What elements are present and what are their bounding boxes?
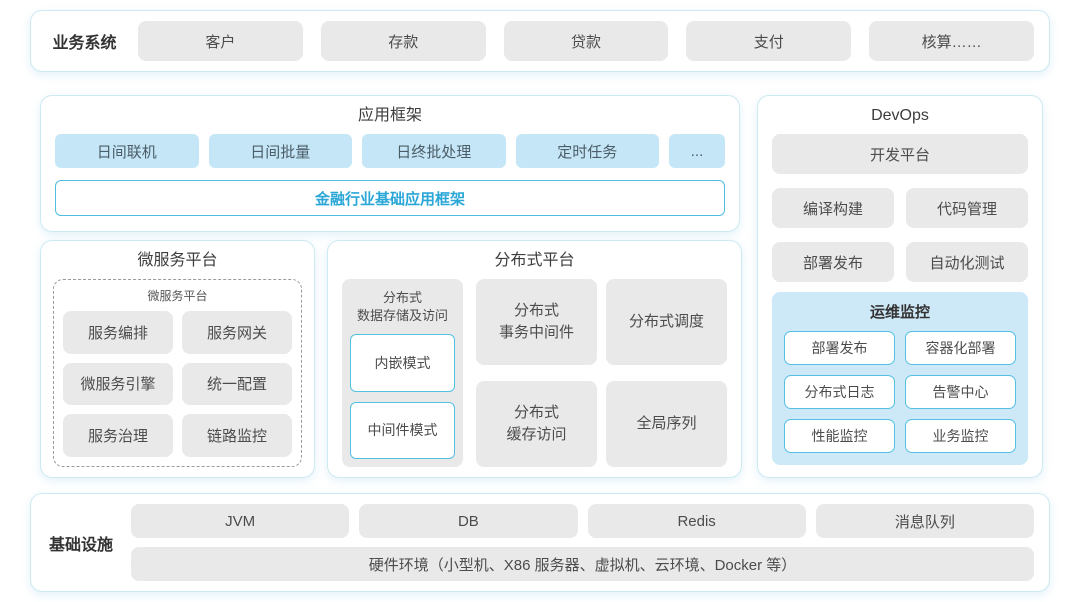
business-item-accounting: 核算…… [869, 21, 1034, 61]
app-framework-panel: 应用框架 日间联机 日间批量 日终批处理 定时任务 ... 金融行业基础应用框架 [40, 95, 740, 232]
dist-scheduling: 分布式调度 [606, 279, 727, 365]
microservice-inner-title: 微服务平台 [147, 289, 208, 303]
ops-monitoring-grid: 部署发布 容器化部署 分布式日志 告警中心 性能监控 业务监控 [784, 331, 1016, 453]
ops-containerized-deploy: 容器化部署 [905, 331, 1016, 365]
ops-distributed-logs: 分布式日志 [784, 375, 895, 409]
business-systems-items: 客户 存款 贷款 支付 核算…… [138, 21, 1034, 61]
storage-embedded-mode: 内嵌模式 [350, 334, 455, 392]
module-daytime-batch: 日间批量 [208, 134, 352, 168]
devops-code-management: 代码管理 [906, 188, 1028, 228]
ms-trace-monitoring: 链路监控 [182, 414, 292, 457]
infrastructure-items: JVM DB Redis 消息队列 [131, 504, 1034, 538]
app-framework-title: 应用框架 [357, 107, 422, 124]
ops-deploy-release: 部署发布 [784, 331, 895, 365]
business-item-payment: 支付 [686, 21, 852, 61]
ms-service-governance: 服务治理 [63, 414, 173, 457]
devops-tools-grid: 编译构建 代码管理 部署发布 自动化测试 [772, 188, 1028, 282]
ops-alert-center: 告警中心 [905, 375, 1016, 409]
ops-monitoring-panel: 运维监控 部署发布 容器化部署 分布式日志 告警中心 性能监控 业务监控 [772, 292, 1028, 465]
devops-compile-build: 编译构建 [772, 188, 894, 228]
business-systems-band: 业务系统 客户 存款 贷款 支付 核算…… [30, 10, 1050, 72]
distributed-body: 分布式 数据存储及访问 内嵌模式 中间件模式 分布式 事务中间件 分布式调度 分… [342, 279, 727, 467]
distributed-grid: 分布式 事务中间件 分布式调度 分布式 缓存访问 全局序列 [476, 279, 727, 467]
business-item-customer: 客户 [138, 21, 303, 61]
distributed-storage-label: 分布式 数据存储及访问 [356, 290, 448, 323]
ms-microservice-engine: 微服务引擎 [63, 362, 173, 406]
microservice-title: 微服务平台 [137, 252, 218, 269]
ops-monitoring-title: 运维监控 [869, 304, 930, 321]
infra-hardware-environment: 硬件环境（小型机、X86 服务器、虚拟机、云环境、Docker 等） [131, 547, 1034, 581]
storage-middleware-mode: 中间件模式 [350, 401, 455, 459]
microservice-grid: 服务编排 服务网关 微服务引擎 统一配置 服务治理 链路监控 [63, 311, 292, 457]
ms-unified-config: 统一配置 [182, 362, 292, 406]
distributed-storage-box: 分布式 数据存储及访问 内嵌模式 中间件模式 [342, 279, 463, 467]
infrastructure-content: JVM DB Redis 消息队列 硬件环境（小型机、X86 服务器、虚拟机、云… [131, 504, 1034, 581]
distributed-title: 分布式平台 [494, 252, 575, 269]
microservice-dashed-box: 微服务平台 服务编排 服务网关 微服务引擎 统一配置 服务治理 链路监控 [53, 279, 302, 467]
ops-business-monitoring: 业务监控 [905, 419, 1016, 453]
devops-panel: DevOps 开发平台 编译构建 代码管理 部署发布 自动化测试 运维监控 部署… [757, 95, 1043, 478]
infra-message-queue: 消息队列 [815, 504, 1034, 538]
module-ellipsis: ... [669, 134, 725, 168]
devops-title: DevOps [871, 107, 929, 124]
infrastructure-band: 基础设施 JVM DB Redis 消息队列 硬件环境（小型机、X86 服务器、… [30, 493, 1050, 592]
finance-base-framework: 金融行业基础应用框架 [55, 180, 725, 216]
infra-redis: Redis [587, 504, 806, 538]
devops-automated-testing: 自动化测试 [906, 242, 1028, 282]
devops-deploy-release: 部署发布 [772, 242, 894, 282]
module-scheduled-task: 定时任务 [515, 134, 659, 168]
dist-transaction-middleware: 分布式 事务中间件 [476, 279, 597, 365]
module-daytime-online: 日间联机 [55, 134, 199, 168]
devops-dev-platform: 开发平台 [772, 134, 1028, 174]
infra-db: DB [359, 504, 578, 538]
ms-service-gateway: 服务网关 [182, 311, 292, 354]
business-item-loan: 贷款 [503, 21, 669, 61]
microservice-panel: 微服务平台 微服务平台 服务编排 服务网关 微服务引擎 统一配置 服务治理 链路… [40, 240, 315, 478]
dist-cache-access: 分布式 缓存访问 [476, 381, 597, 467]
business-systems-label: 业务系统 [52, 35, 117, 52]
business-item-deposit: 存款 [320, 21, 486, 61]
dist-global-sequence: 全局序列 [606, 381, 727, 467]
infrastructure-label: 基础设施 [48, 536, 113, 554]
ops-performance-monitoring: 性能监控 [784, 419, 895, 453]
infra-jvm: JVM [131, 504, 350, 538]
app-framework-modules: 日间联机 日间批量 日终批处理 定时任务 ... [55, 134, 725, 168]
ms-service-orchestration: 服务编排 [63, 311, 173, 354]
distributed-panel: 分布式平台 分布式 数据存储及访问 内嵌模式 中间件模式 分布式 事务中间件 分… [327, 240, 742, 478]
module-eod-batch: 日终批处理 [362, 134, 506, 168]
